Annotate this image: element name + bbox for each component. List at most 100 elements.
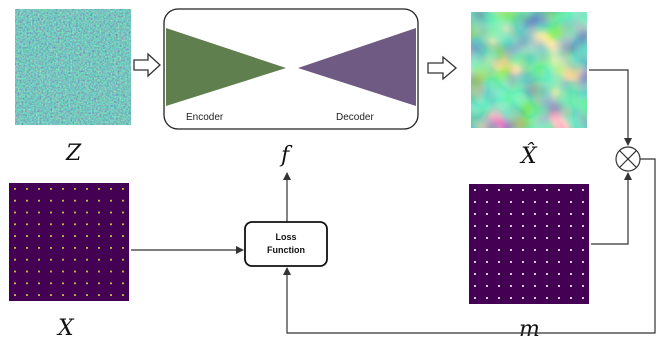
grid-dot: [498, 261, 500, 263]
grid-dot: [546, 189, 548, 191]
grid-dot: [546, 273, 548, 275]
grid-dot: [74, 258, 76, 261]
grid-dot: [570, 285, 572, 287]
grid-dot: [474, 297, 476, 299]
grid-dot: [38, 235, 40, 237]
grid-dot: [498, 249, 500, 251]
grid-dot: [510, 201, 512, 203]
grid-dot: [510, 285, 512, 287]
autoencoder-model: Encoder Decoder: [163, 8, 419, 130]
grid-dot: [86, 188, 88, 190]
grid-dot: [14, 282, 16, 285]
grid-dot: [110, 188, 112, 190]
grid-dot: [474, 225, 476, 227]
grid-dot: [534, 237, 536, 239]
grid-dot: [38, 223, 40, 226]
grid-dot: [558, 213, 560, 215]
grid-dot: [74, 247, 76, 249]
grid-dot: [510, 249, 512, 251]
grid-dot: [62, 270, 64, 273]
loss-line2: Function: [267, 245, 305, 255]
grid-dot: [498, 285, 500, 287]
grid-dot: [486, 285, 488, 287]
grid-dot: [582, 237, 584, 239]
grid-dot: [558, 237, 560, 239]
grid-dot: [62, 247, 64, 249]
grid-dot: [522, 261, 524, 263]
grid-dot: [14, 188, 16, 190]
grid-dot: [62, 294, 64, 296]
grid-dot: [522, 225, 524, 227]
grid-dot: [534, 285, 536, 287]
grid-dot: [546, 261, 548, 263]
grid-dot: [546, 237, 548, 239]
arrow-multiply-to-loss: [283, 158, 656, 334]
grid-dot: [498, 213, 500, 215]
grid-dot: [38, 188, 40, 190]
grid-dot: [98, 258, 100, 261]
grid-dot: [110, 247, 112, 249]
grid-dot: [74, 235, 76, 237]
grid-dot: [26, 270, 28, 273]
grid-dot: [50, 235, 52, 237]
grid-dot: [86, 270, 88, 273]
grid-dot: [570, 189, 572, 191]
grid-dot: [486, 273, 488, 275]
grid-dot: [50, 211, 52, 214]
grid-dot: [38, 282, 40, 285]
label-f: f: [279, 143, 293, 168]
grid-dot: [110, 199, 112, 202]
grid-dot: [570, 273, 572, 275]
loss-line1: Loss: [275, 232, 296, 242]
grid-dot: [98, 235, 100, 237]
grid-dot: [498, 273, 500, 275]
m-mask-image: [469, 184, 589, 304]
grid-dot: [570, 297, 572, 299]
grid-dot: [474, 273, 476, 275]
loss-function-box: Loss Function: [244, 221, 328, 267]
grid-dot: [558, 201, 560, 203]
grid-dot: [26, 247, 28, 249]
grid-dot: [534, 261, 536, 263]
grid-dot: [62, 235, 64, 237]
grid-dot: [86, 258, 88, 261]
grid-dot: [14, 270, 16, 273]
grid-dot: [86, 282, 88, 285]
grid-dot: [570, 237, 572, 239]
grid-dot: [534, 273, 536, 275]
grid-dot: [582, 189, 584, 191]
grid-dot: [474, 201, 476, 203]
grid-dot: [582, 249, 584, 251]
grid-dot: [74, 188, 76, 190]
grid-dot: [122, 199, 124, 202]
grid-dot: [74, 223, 76, 226]
grid-dot: [486, 237, 488, 239]
grid-dot: [486, 201, 488, 203]
grid-dot: [86, 294, 88, 296]
grid-dot: [50, 294, 52, 296]
arrow-xhat-to-multiply: [589, 69, 632, 146]
grid-dot: [582, 261, 584, 263]
grid-dot: [546, 285, 548, 287]
grid-dot: [558, 249, 560, 251]
grid-dot: [14, 223, 16, 226]
grid-dot: [98, 270, 100, 273]
grid-dot: [62, 199, 64, 202]
grid-dot: [498, 189, 500, 191]
grid-dot: [522, 201, 524, 203]
grid-dot: [50, 270, 52, 273]
grid-dot: [110, 282, 112, 285]
grid-dot: [474, 213, 476, 215]
grid-dot: [122, 223, 124, 226]
grid-dot: [74, 199, 76, 202]
grid-dot: [486, 225, 488, 227]
grid-dot: [98, 188, 100, 190]
grid-dot: [486, 189, 488, 191]
grid-dot: [474, 249, 476, 251]
grid-dot: [546, 213, 548, 215]
grid-dot: [86, 211, 88, 214]
grid-dot: [474, 261, 476, 263]
grid-dot: [122, 282, 124, 285]
grid-dot: [510, 189, 512, 191]
grid-dot: [558, 261, 560, 263]
